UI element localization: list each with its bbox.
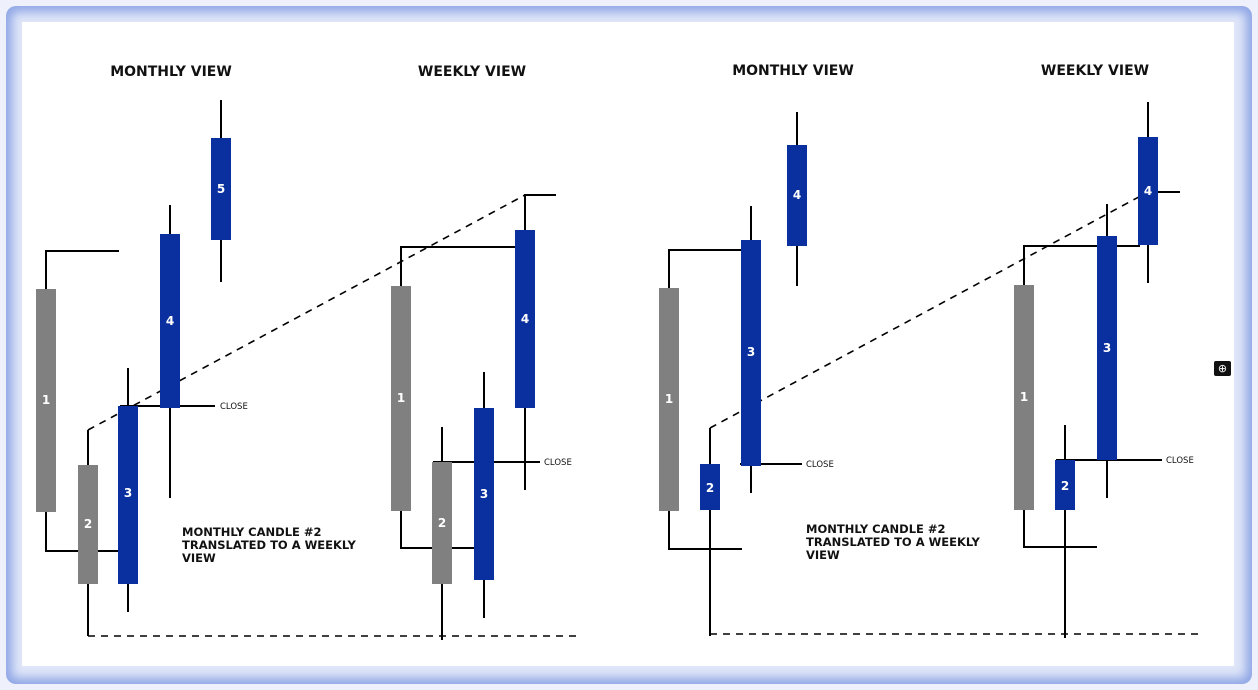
p2-caption-line-2: TRANSLATED TO A WEEKLY [806,535,980,549]
p1-monthly-candle-1 [36,289,56,512]
p1-caption-line-2: TRANSLATED TO A WEEKLY [182,538,356,552]
p2-monthly-candle-2 [700,464,720,510]
p2-w-label-2: 2 [1061,479,1069,493]
p2-w-label-4: 4 [1144,184,1152,198]
p2-monthly-candle-1 [659,288,679,511]
p1-monthly-candle-2 [78,465,98,584]
p1-trend-dashed [87,194,526,431]
p1-weekly-title: WEEKLY VIEW [418,64,526,80]
p1-weekly-candle-3 [474,408,494,580]
p2-weekly-title: WEEKLY VIEW [1041,63,1149,79]
p1-m-label-3: 3 [124,486,132,500]
p1-weekly-candle-1 [391,286,411,511]
captions: MONTHLY CANDLE #2 TRANSLATED TO A WEEKLY… [182,522,980,565]
p1-m-label-2: 2 [84,517,92,531]
p2-w1-low-line [1023,510,1097,548]
p1-weekly-candle-4 [515,230,535,408]
p1-monthly-candle-5 [211,138,231,240]
p1-w-label-1: 1 [397,391,405,405]
p1-weekly-close-label: CLOSE [544,458,572,468]
p2-monthly-candle-3 [741,240,761,466]
p1-caption-line-3: VIEW [182,551,216,565]
p2-weekly-candle-3 [1097,236,1117,460]
p1-m1-high-line [45,250,119,289]
p1-m-label-1: 1 [42,393,50,407]
p1-m-label-4: 4 [166,314,174,328]
p1-caption-line-1: MONTHLY CANDLE #2 [182,525,322,539]
p2-m-label-3: 3 [747,345,755,359]
p2-caption-line-3: VIEW [806,548,840,562]
p2-w-label-3: 3 [1103,341,1111,355]
p2-trend-dashed [709,191,1149,429]
p1-close-label: CLOSE [220,402,248,412]
p2-caption-line-1: MONTHLY CANDLE #2 [806,522,946,536]
close-labels: CLOSE CLOSE CLOSE CLOSE [220,402,1194,470]
view-titles: MONTHLY VIEW WEEKLY VIEW MONTHLY VIEW WE… [110,63,1149,80]
p2-weekly-candle-2 [1055,460,1075,510]
p2-w1-high-line [1023,245,1140,285]
p2-m1-low-line [668,511,742,550]
p2-weekly-candle-1 [1014,285,1034,510]
p2-monthly-candle-4 [787,145,807,246]
p1-monthly-title: MONTHLY VIEW [110,64,232,80]
p1-w1-high-line [400,246,515,286]
p1-monthly-candle-4 [160,234,180,408]
p2-m-label-4: 4 [793,188,801,202]
zoom-in-icon[interactable]: ⊕ [1214,361,1231,376]
p2-weekly-candle-4 [1138,137,1158,245]
p2-monthly-title: MONTHLY VIEW [732,63,854,79]
p2-weekly-close-label: CLOSE [1166,456,1194,466]
p2-w-label-1: 1 [1020,390,1028,404]
p2-m-label-1: 1 [665,392,673,406]
p1-weekly-candle-2 [432,462,452,584]
p2-m-label-2: 2 [706,481,714,495]
p2-m1-high-line [668,249,744,288]
p1-w-label-2: 2 [438,516,446,530]
p1-w4-wick-top [524,194,556,230]
candle-bodies [36,137,1158,584]
p1-w-label-3: 3 [480,487,488,501]
candle-labels: 1 2 3 4 5 1 2 3 4 1 2 3 4 1 2 3 4 [42,182,1152,531]
p1-w-label-4: 4 [521,312,529,326]
p2-close-label: CLOSE [806,460,834,470]
p1-monthly-candle-3 [118,406,138,584]
p1-m-label-5: 5 [217,182,225,196]
